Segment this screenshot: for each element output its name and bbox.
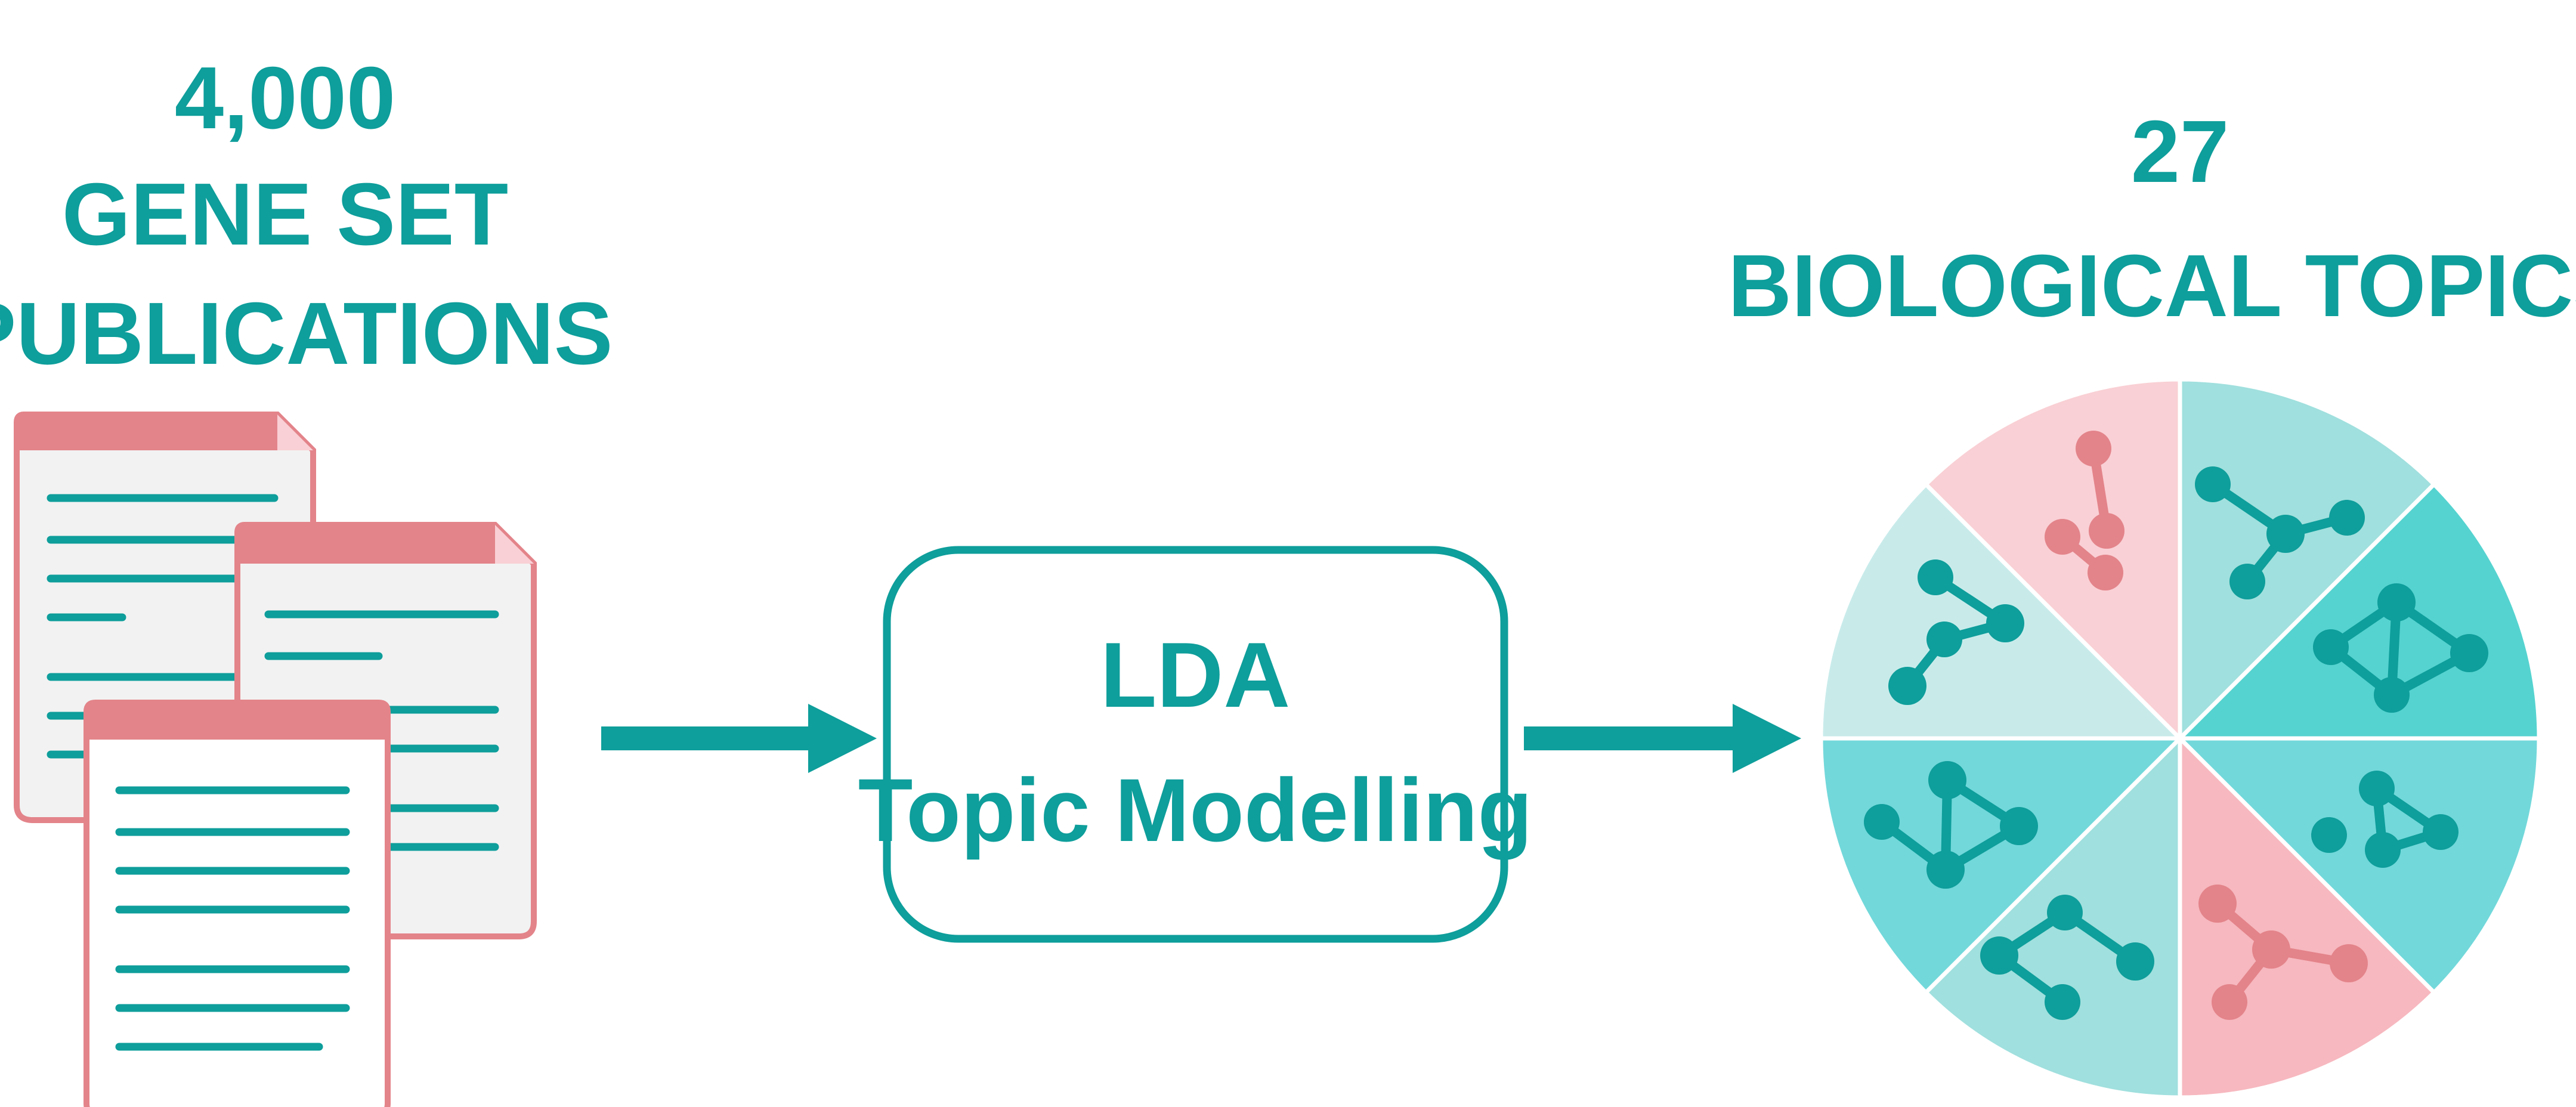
network-graph-icon bbox=[2045, 431, 2124, 590]
left-heading-line1: 4,000 bbox=[175, 49, 395, 147]
topic-slice bbox=[2178, 377, 2437, 744]
topic-slice bbox=[1923, 377, 2182, 744]
arrow-right-icon bbox=[1524, 704, 1801, 773]
process-box-line2: Topic Modelling bbox=[858, 760, 1532, 860]
network-graph-icon bbox=[1980, 895, 2154, 1020]
arrow-right-icon bbox=[601, 704, 877, 773]
right-heading: 27 BIOLOGICAL TOPICS bbox=[1728, 103, 2576, 335]
document-icon bbox=[84, 700, 391, 1107]
topic-slice bbox=[2175, 736, 2541, 995]
left-heading-line2: GENE SET bbox=[62, 165, 508, 264]
topic-slice bbox=[1819, 736, 2185, 995]
document-stack bbox=[14, 412, 537, 1107]
left-heading-line3: PUBLICATIONS bbox=[0, 285, 613, 383]
process-box-line1: LDA bbox=[1100, 623, 1291, 726]
network-graph-icon bbox=[2313, 583, 2488, 713]
topic-wheel bbox=[1819, 377, 2541, 1100]
network-graph-icon bbox=[1888, 559, 2024, 705]
network-graph-icon bbox=[2195, 466, 2365, 599]
right-heading-line1: 27 bbox=[2131, 103, 2229, 201]
network-graph-icon bbox=[2311, 771, 2459, 868]
process-box: LDA Topic Modelling bbox=[858, 546, 1532, 943]
left-heading: 4,000 GENE SET PUBLICATIONS bbox=[0, 49, 613, 383]
network-graph-icon bbox=[1864, 761, 2038, 889]
right-heading-line2: BIOLOGICAL TOPICS bbox=[1728, 237, 2576, 335]
network-graph-icon bbox=[2198, 885, 2368, 1020]
topic-slice bbox=[2175, 481, 2541, 741]
